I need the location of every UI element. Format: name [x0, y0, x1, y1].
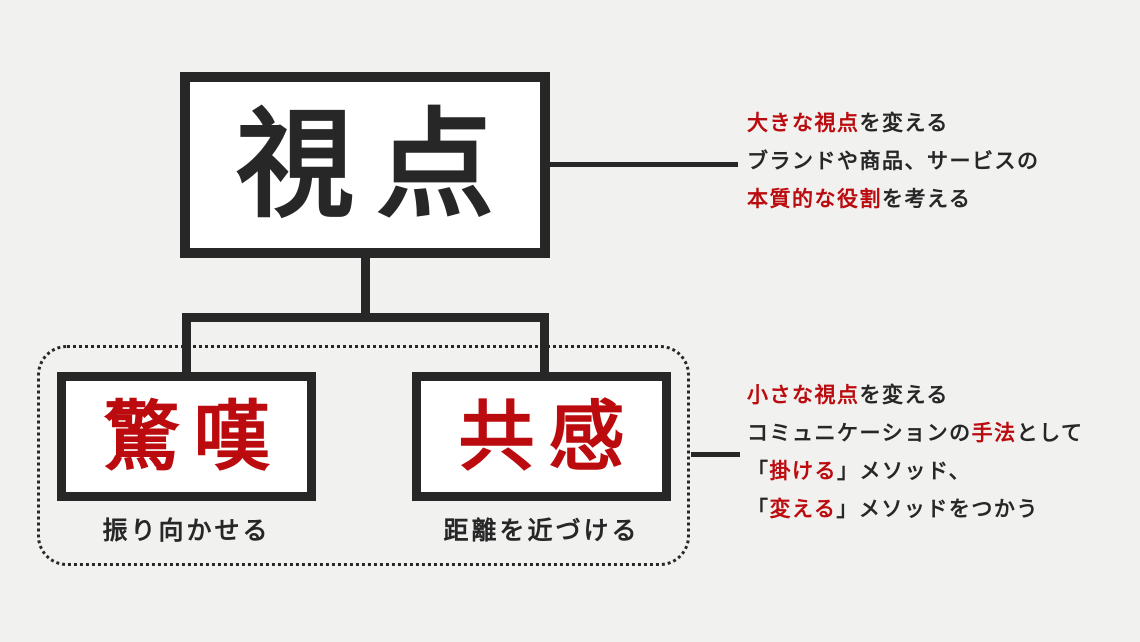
connector-group-to-annotation	[691, 452, 740, 457]
annotation-large-perspective: 大きな視点を変える ブランドや商品、サービスの 本質的な役割を考える	[747, 104, 1040, 218]
annotation-line: コミュニケーションの手法として	[747, 414, 1083, 452]
caption-astonishment: 振り向かせる	[102, 516, 271, 545]
annotation-line: 大きな視点を変える	[747, 104, 1040, 142]
node-perspective: 視点	[180, 72, 550, 258]
connector-horizontal-bar	[182, 313, 549, 322]
caption-empathy: 距離を近づける	[443, 516, 640, 545]
annotation-line: 「掛ける」メソッド、	[747, 452, 1083, 490]
node-empathy-label: 共感	[458, 391, 639, 481]
connector-root-to-annotation	[550, 162, 738, 167]
node-perspective-label: 視点	[235, 96, 516, 234]
annotation-segment: 変える	[769, 497, 837, 521]
annotation-line: 本質的な役割を考える	[747, 180, 1040, 218]
annotation-segment: 」メソッド、	[837, 459, 972, 483]
annotation-line: 小さな視点を変える	[747, 376, 1083, 414]
annotation-segment: 掛ける	[769, 459, 837, 483]
node-astonishment: 驚嘆	[57, 372, 316, 501]
annotation-segment: コミュニケーションの	[747, 421, 972, 445]
annotation-line: 「変える」メソッドをつかう	[747, 490, 1083, 528]
annotation-segment: を変える	[859, 111, 949, 135]
annotation-segment: 小さな視点	[747, 383, 860, 407]
annotation-segment: として	[1016, 421, 1084, 445]
annotation-segment: を変える	[859, 383, 949, 407]
annotation-segment: 大きな視点	[747, 111, 860, 135]
annotation-segment: を考える	[882, 187, 972, 211]
method-group-outline	[37, 345, 690, 566]
annotation-segment: 「	[747, 459, 770, 483]
node-empathy: 共感	[412, 372, 671, 501]
annotation-small-perspective: 小さな視点を変える コミュニケーションの手法として 「掛ける」メソッド、 「変え…	[747, 376, 1083, 528]
connector-bar-to-left-child	[182, 313, 191, 375]
annotation-segment: 」メソッドをつかう	[836, 497, 1039, 521]
annotation-line: ブランドや商品、サービスの	[747, 142, 1040, 180]
annotation-segment: 本質的な役割	[747, 187, 882, 211]
annotation-segment: 手法	[971, 421, 1017, 445]
annotation-segment: ブランドや商品、サービスの	[747, 149, 1040, 173]
annotation-segment: 「	[747, 497, 770, 521]
node-astonishment-label: 驚嘆	[103, 391, 284, 481]
connector-bar-to-right-child	[540, 313, 549, 375]
connector-root-to-bar	[361, 255, 370, 322]
